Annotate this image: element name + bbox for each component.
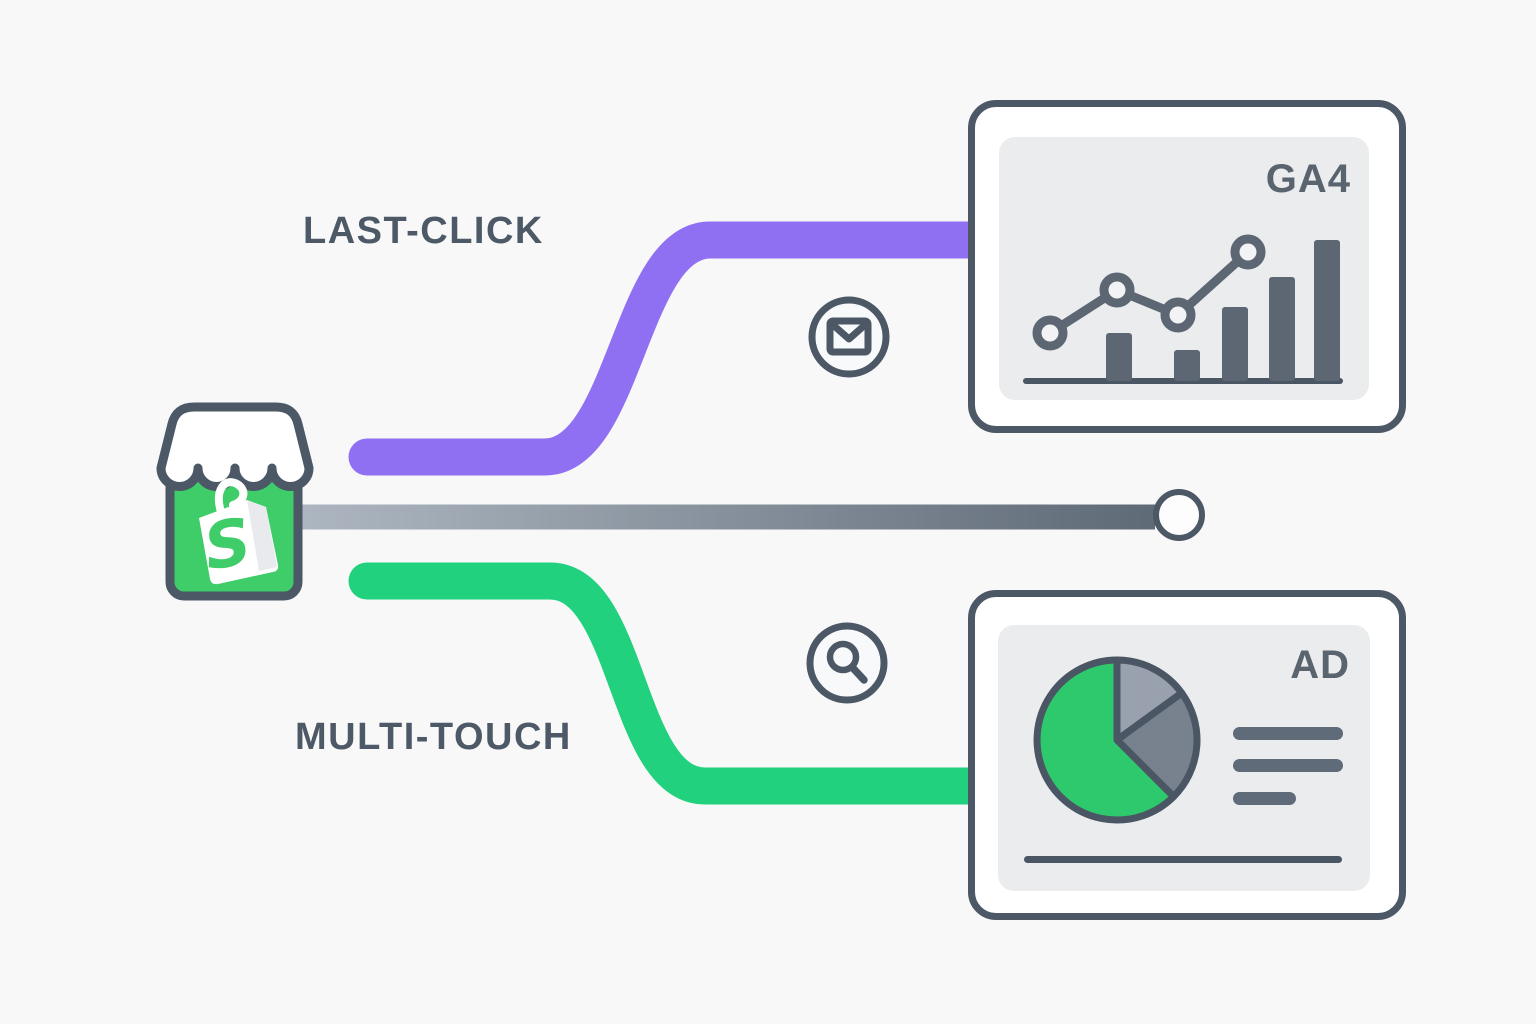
magnifier-badge-circle: [806, 622, 888, 704]
ad-report-graphic: [1024, 656, 1343, 863]
ad-title: AD: [1290, 643, 1350, 687]
ad-divider-line: [1024, 856, 1342, 863]
pie-slice-gray-dark: [1113, 689, 1201, 801]
chart-node-2: [1099, 272, 1135, 308]
chart-bar-1: [1106, 333, 1132, 381]
ad-panel: AD: [998, 625, 1370, 891]
magnifier-glass: [826, 640, 860, 674]
envelope-body: [826, 317, 872, 356]
chart-trend-line: [1045, 247, 1253, 338]
ad-text-line-3: [1233, 792, 1296, 805]
bag-side-shade: [247, 500, 277, 571]
ga4-chart: [1023, 234, 1343, 384]
chart-bar-4: [1269, 277, 1295, 381]
store-awning: [156, 402, 314, 491]
chart-bar-2: [1174, 350, 1200, 381]
chart-node-1: [1032, 315, 1068, 351]
ad-text-line-2: [1233, 759, 1343, 772]
magnifier-handle: [848, 663, 868, 684]
ga4-panel: GA4: [999, 137, 1369, 400]
chart-bar-5: [1314, 240, 1340, 381]
direct-endpoint-circle: [1153, 489, 1205, 541]
last-click-connector-path: [348, 221, 995, 476]
envelope-flap: [828, 320, 870, 343]
multi-touch-label: MULTI-TOUCH: [295, 716, 572, 758]
shopify-bag-icon: S: [199, 478, 279, 585]
envelope-icon: [808, 296, 890, 378]
shopify-storefront-icon: S: [156, 402, 314, 601]
magnifier-icon: [806, 622, 888, 704]
chart-node-4: [1230, 234, 1266, 270]
ad-card: AD: [968, 590, 1406, 920]
ga4-card: GA4: [968, 100, 1406, 433]
multi-touch-connector-path: [348, 562, 995, 805]
store-logo-letter: S: [199, 505, 256, 585]
chart-bar-3: [1222, 307, 1248, 381]
bag-handle: [214, 478, 248, 516]
pie-slice-green: [1033, 656, 1178, 824]
ad-text-line-1: [1233, 727, 1343, 740]
last-click-label: LAST-CLICK: [303, 210, 544, 252]
chart-node-3: [1160, 297, 1196, 333]
ga4-title: GA4: [1265, 157, 1351, 201]
